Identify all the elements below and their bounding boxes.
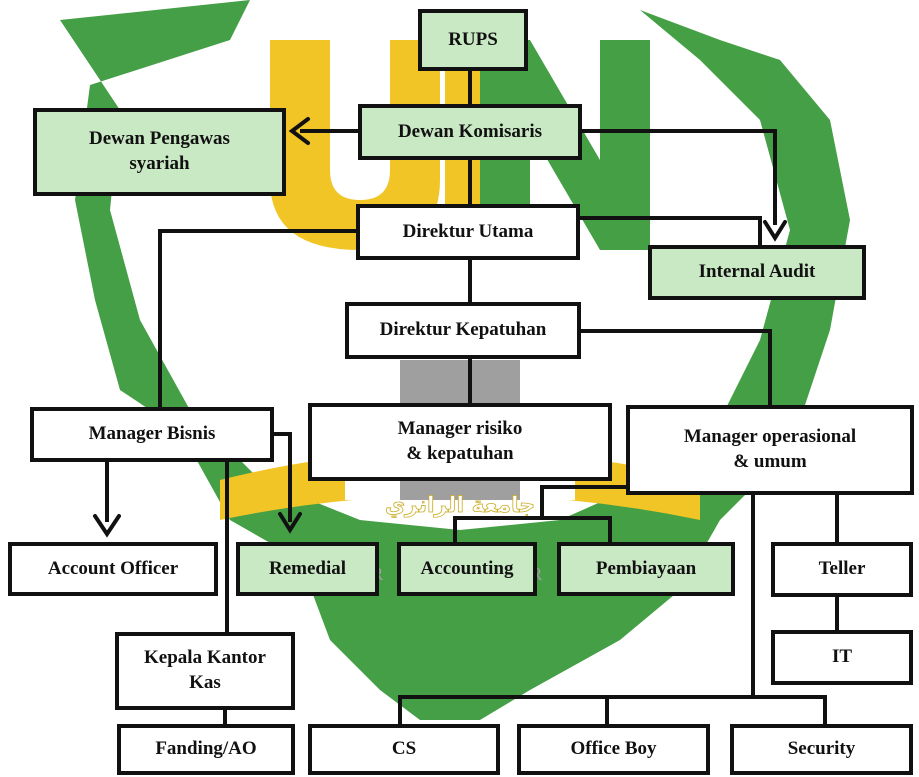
node-rups: RUPS <box>418 9 528 71</box>
arrow-to-dewan-pengawas <box>288 117 310 145</box>
node-kepala-kantor-label-1: Kepala Kantor <box>144 647 266 669</box>
node-remedial: Remedial <box>236 542 379 596</box>
node-dewan-pengawas-label-2: syariah <box>129 153 190 174</box>
node-fanding-ao: Fanding/AO <box>117 724 295 775</box>
node-manager-operasional-label-2: & umum <box>733 451 807 472</box>
node-manager-risiko-kepatuhan: Manager risiko & kepatuhan <box>308 403 612 481</box>
node-account-officer-label: Account Officer <box>47 557 179 579</box>
node-office-boy-label: Office Boy <box>570 738 657 760</box>
node-direktur-kepatuhan: Direktur Kepatuhan <box>345 302 581 359</box>
arrow-to-account-officer <box>93 514 121 538</box>
node-manager-bisnis-label: Manager Bisnis <box>88 423 216 445</box>
node-rups-label: RUPS <box>448 28 498 50</box>
arrow-to-internal-audit <box>763 220 787 242</box>
node-it-label: IT <box>831 646 853 668</box>
node-pembiayaan-label: Pembiayaan <box>595 557 697 579</box>
watermark-letter-u <box>270 40 440 250</box>
node-teller: Teller <box>771 542 913 597</box>
node-it: IT <box>771 630 913 685</box>
node-dewan-pengawas-label-1: Dewan Pengawas <box>89 128 230 150</box>
node-dewan-komisaris-label: Dewan Komisaris <box>397 120 543 142</box>
node-dewan-pengawas-syariah: Dewan Pengawas syariah <box>33 108 286 196</box>
arrowheads <box>93 117 787 538</box>
node-direktur-kepatuhan-label: Direktur Kepatuhan <box>379 319 547 341</box>
watermark-leaf-shape <box>60 0 850 720</box>
arrow-to-remedial <box>278 512 302 534</box>
node-cs: CS <box>308 724 500 775</box>
node-direktur-utama: Direktur Utama <box>356 204 580 260</box>
node-pembiayaan: Pembiayaan <box>557 542 735 596</box>
node-internal-audit-label: Internal Audit <box>698 261 816 283</box>
node-manager-risiko-label-1: Manager risiko <box>397 418 523 440</box>
node-security-label: Security <box>787 738 856 760</box>
node-manager-bisnis: Manager Bisnis <box>30 407 274 462</box>
connector-lines <box>105 70 839 726</box>
node-internal-audit: Internal Audit <box>648 245 866 300</box>
node-remedial-label: Remedial <box>268 557 347 579</box>
node-kepala-kantor-label-2: Kas <box>189 672 221 693</box>
node-office-boy: Office Boy <box>517 724 710 775</box>
node-accounting: Accounting <box>397 542 537 596</box>
node-dewan-komisaris: Dewan Komisaris <box>358 104 582 160</box>
node-kepala-kantor-kas: Kepala Kantor Kas <box>115 632 295 710</box>
node-accounting-label: Accounting <box>420 557 514 579</box>
node-teller-label: Teller <box>818 558 866 580</box>
node-fanding-ao-label: Fanding/AO <box>155 738 257 760</box>
node-account-officer: Account Officer <box>8 542 218 596</box>
node-manager-operasional-label-1: Manager operasional <box>683 426 857 448</box>
node-direktur-utama-label: Direktur Utama <box>402 220 534 242</box>
node-cs-label: CS <box>391 738 417 760</box>
node-manager-risiko-label-2: & kepatuhan <box>406 443 514 464</box>
watermark-arabic-text: جامعة الرانري <box>385 493 535 518</box>
node-security: Security <box>730 724 913 775</box>
node-manager-operasional-umum: Manager operasional & umum <box>626 405 914 495</box>
